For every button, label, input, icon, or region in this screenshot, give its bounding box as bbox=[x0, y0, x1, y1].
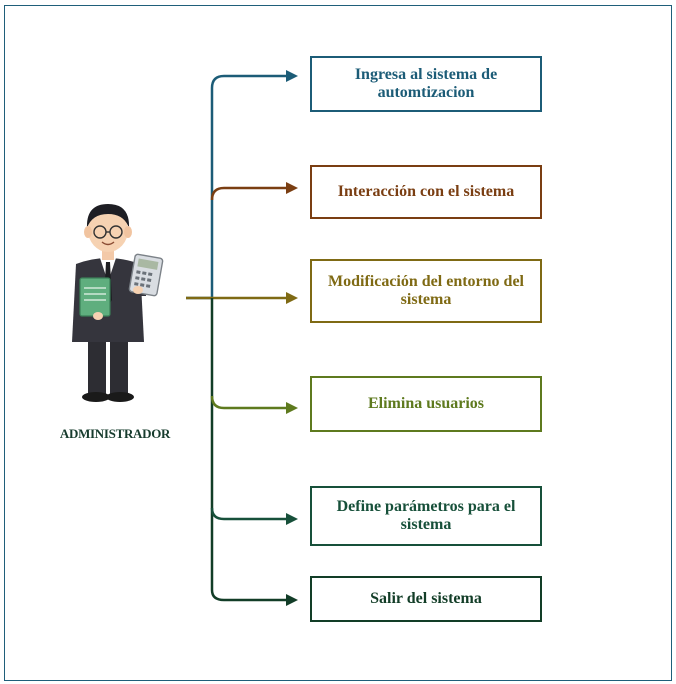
action-box-delete-users: Elimina usuarios bbox=[310, 376, 542, 432]
action-box-login: Ingresa al sistema de automtizacion bbox=[310, 56, 542, 112]
arrowhead-4 bbox=[286, 402, 298, 414]
action-label: Define parámetros para el sistema bbox=[336, 498, 516, 533]
arrowhead-5 bbox=[286, 513, 298, 525]
connector-5 bbox=[210, 507, 290, 521]
action-label: Ingresa al sistema de automtizacion bbox=[354, 66, 498, 101]
arrowhead-2 bbox=[286, 182, 298, 194]
action-label: Elimina usuarios bbox=[367, 395, 485, 412]
connector-2 bbox=[210, 186, 290, 201]
connector-1 bbox=[210, 74, 290, 298]
arrowhead-3 bbox=[286, 292, 298, 304]
arrowhead-1 bbox=[286, 70, 298, 82]
action-box-modification: Modificación del entorno del sistema bbox=[310, 259, 542, 323]
action-label: Interacción con el sistema bbox=[337, 183, 515, 200]
administrator-person-icon bbox=[72, 204, 164, 402]
action-label: Modificación del entorno del sistema bbox=[328, 273, 524, 308]
action-box-define-parameters: Define parámetros para el sistema bbox=[310, 486, 542, 546]
action-box-exit: Salir del sistema bbox=[310, 576, 542, 622]
action-label: Salir del sistema bbox=[370, 590, 482, 607]
connector-trunk-down bbox=[210, 298, 290, 602]
arrowhead-6 bbox=[286, 594, 298, 606]
diagram-frame bbox=[4, 5, 672, 681]
actor-label: ADMINISTRADOR bbox=[59, 426, 171, 441]
connector-4 bbox=[210, 395, 290, 410]
action-box-interaction: Interacción con el sistema bbox=[310, 165, 542, 219]
